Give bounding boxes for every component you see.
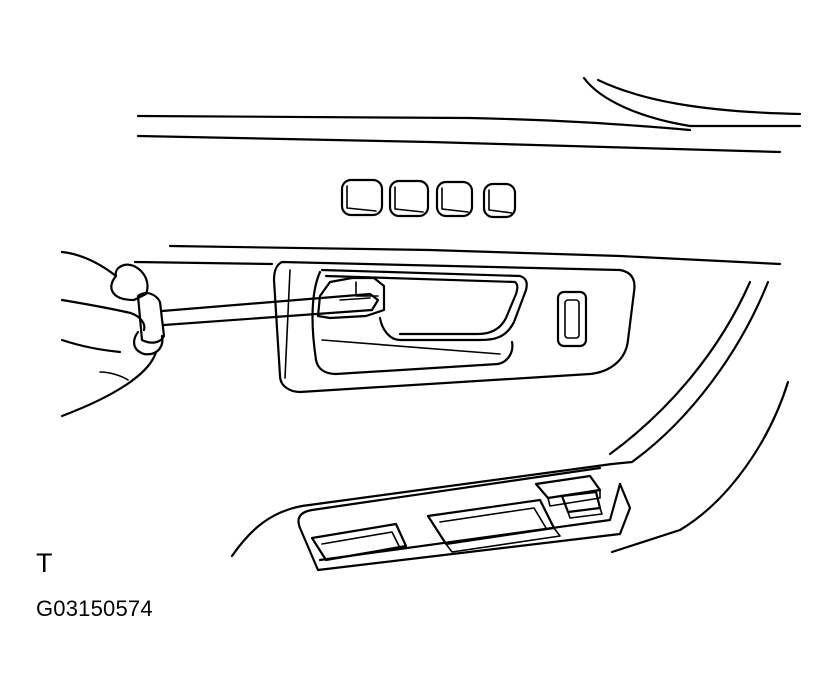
armrest-line [168,244,782,266]
inside-handle-bezel [133,260,636,394]
figure-code: G03150574 [36,596,153,621]
armrest-and-switch-panel [230,280,790,572]
orientation-mark: T [36,548,53,578]
upper-panel-lines [136,76,802,154]
memory-switch-buttons [340,178,517,219]
hand [60,250,164,418]
